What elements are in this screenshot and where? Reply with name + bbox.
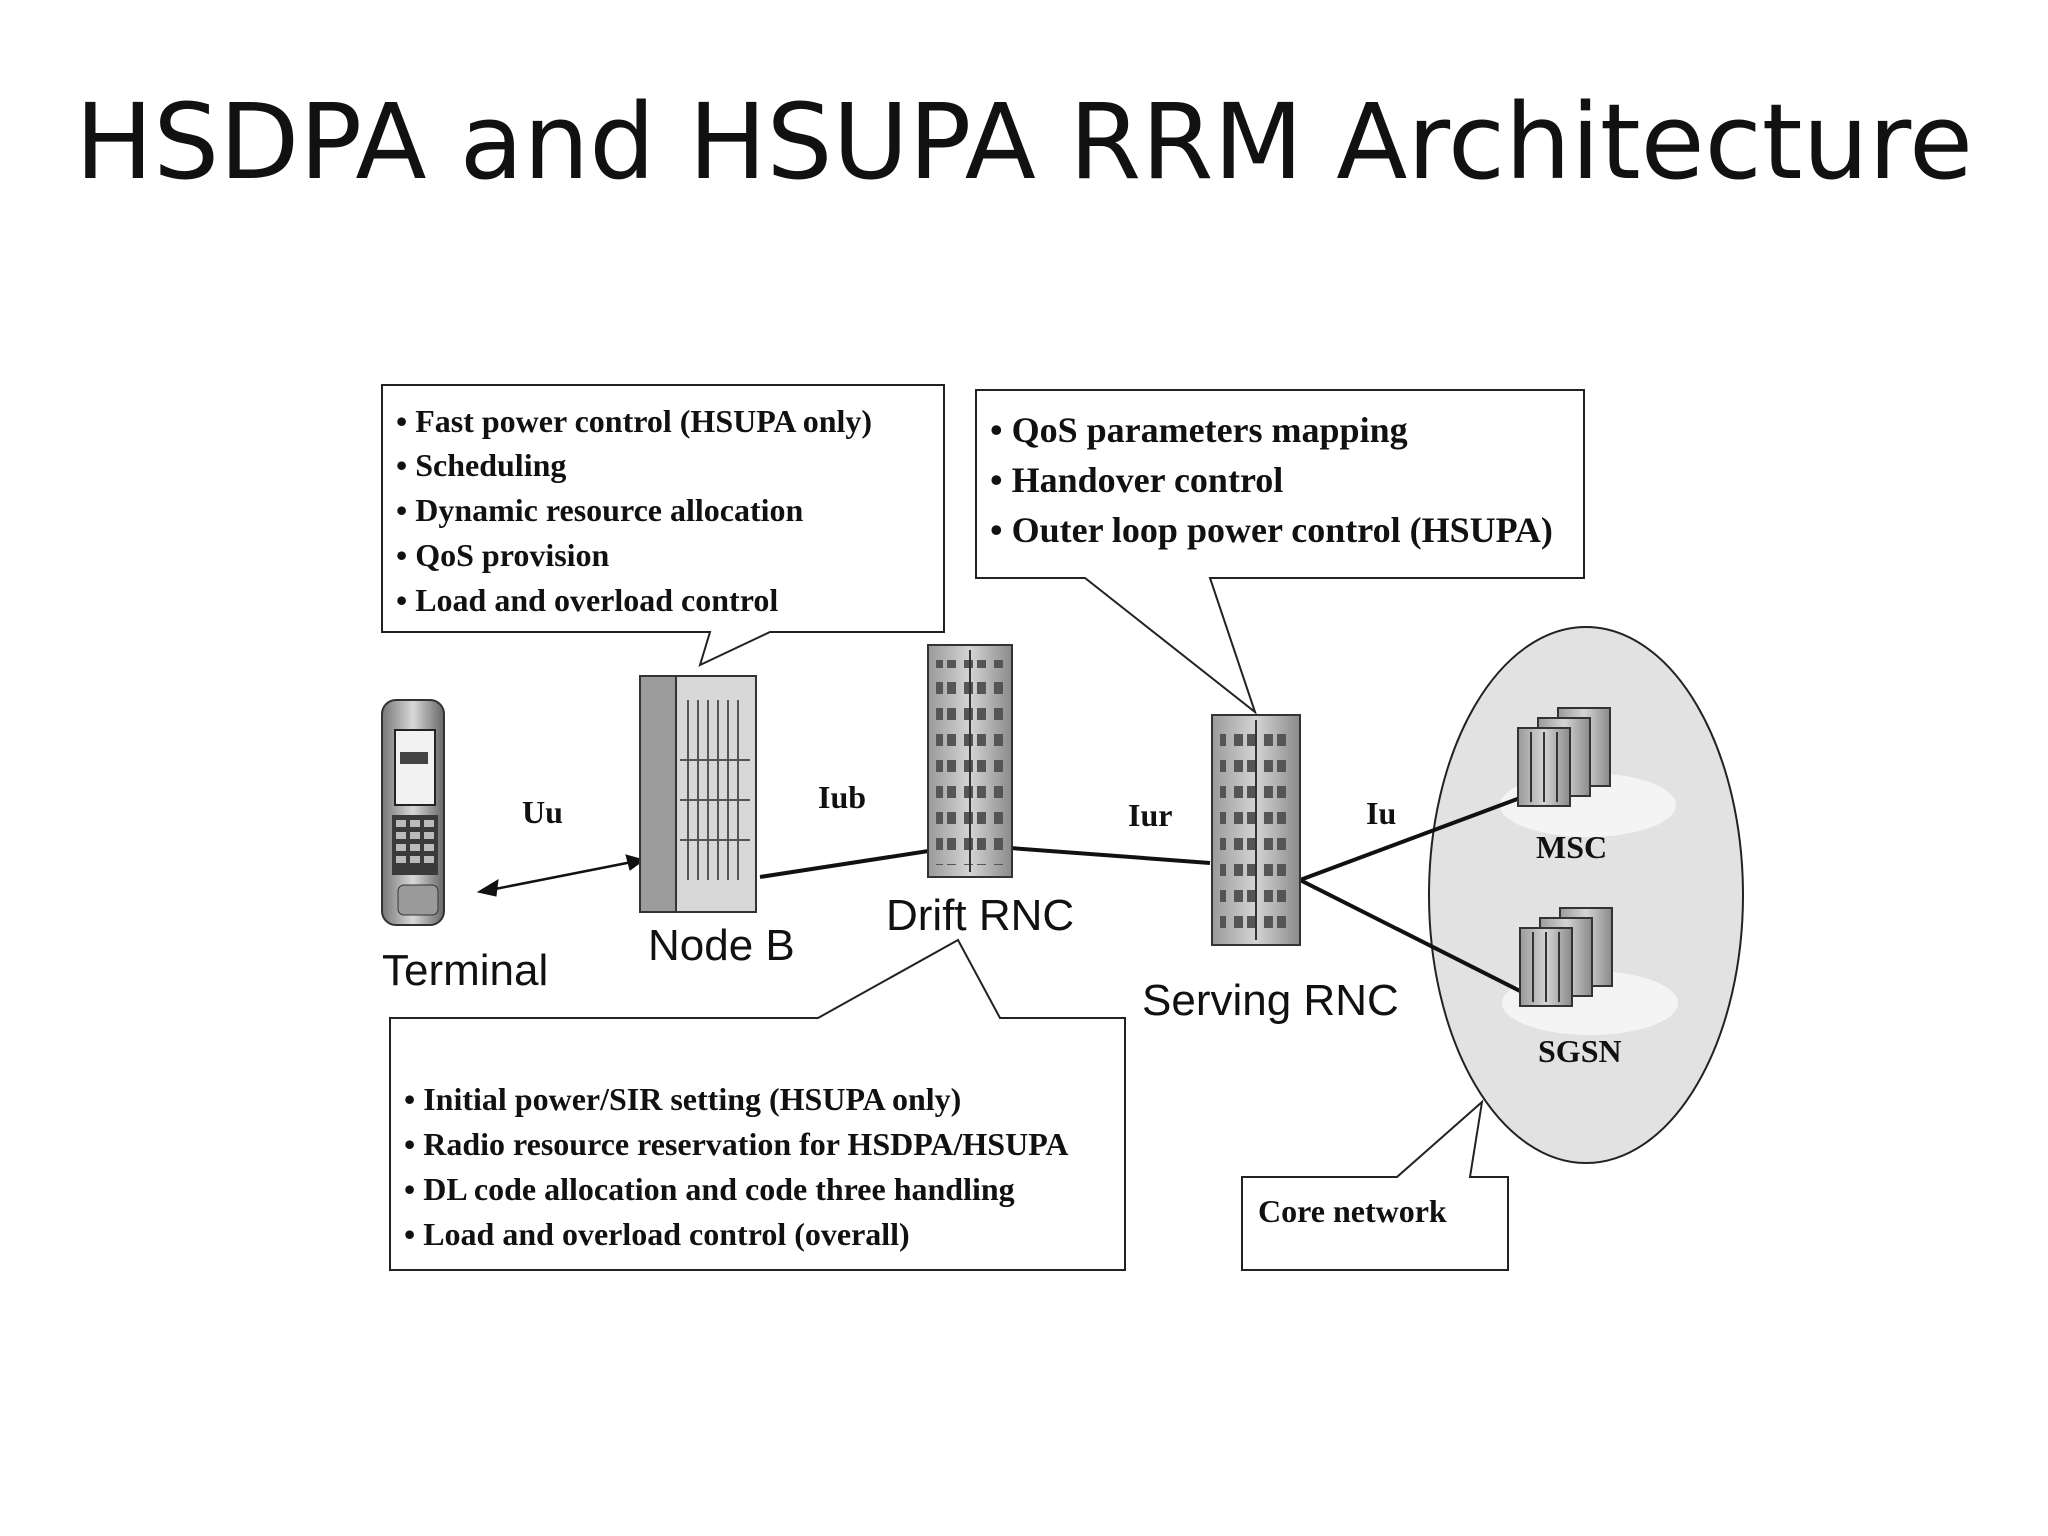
svg-text:• QoS parameters mapping: • QoS parameters mapping • Handover cont… bbox=[990, 410, 1553, 550]
mobile-phone-icon bbox=[381, 699, 445, 926]
base-station-cabinet-icon bbox=[639, 675, 757, 913]
interface-iu-label: Iu bbox=[1366, 795, 1396, 831]
callout-drift-rnc-line: • Load and overload control (overall) bbox=[404, 1216, 910, 1252]
callout-serving-rnc: • QoS parameters mapping • Handover cont… bbox=[975, 389, 1585, 715]
callout-drift-rnc-line: • DL code allocation and code three hand… bbox=[404, 1171, 1015, 1207]
callout-core-network-label: Core network bbox=[1258, 1193, 1447, 1229]
interface-iur-label: Iur bbox=[1128, 797, 1172, 833]
callout-node-b-line: • Dynamic resource allocation bbox=[396, 492, 804, 528]
callout-node-b-line: • Scheduling bbox=[396, 447, 566, 483]
callout-serving-rnc-line: • Outer loop power control (HSUPA) bbox=[990, 510, 1553, 550]
serving-rnc-label: Serving RNC bbox=[1142, 976, 1399, 1025]
server-cluster-icon bbox=[1519, 907, 1613, 1007]
callout-node-b-line: • Fast power control (HSUPA only) bbox=[396, 403, 872, 439]
interface-uu-label: Uu bbox=[522, 794, 563, 830]
drift-rnc-label: Drift RNC bbox=[886, 891, 1074, 940]
server-rack-icon bbox=[927, 644, 1013, 878]
callout-node-b-line: • Load and overload control bbox=[396, 582, 778, 618]
server-rack-icon bbox=[1211, 714, 1301, 946]
callout-node-b-line: • QoS provision bbox=[396, 537, 610, 573]
svg-text:• Fast power control (HSUPA on: • Fast power control (HSUPA only) • Sche… bbox=[396, 403, 880, 618]
interface-iub-label: Iub bbox=[818, 779, 866, 815]
callout-drift-rnc-line: • Initial power/SIR setting (HSUPA only) bbox=[404, 1081, 961, 1117]
callout-node-b: • Fast power control (HSUPA only) • Sche… bbox=[381, 384, 945, 667]
core-network-ellipse bbox=[1428, 626, 1744, 1164]
callout-core-network: Core network bbox=[1241, 1099, 1509, 1271]
msc-label: MSC bbox=[1536, 829, 1607, 865]
callout-serving-rnc-line: • QoS parameters mapping bbox=[990, 410, 1408, 450]
svg-text:• Initial power/SIR setting (H: • Initial power/SIR setting (HSUPA only)… bbox=[404, 1081, 1075, 1252]
sgsn-label: SGSN bbox=[1538, 1033, 1622, 1069]
server-cluster-icon bbox=[1517, 707, 1611, 807]
callout-drift-rnc-line: • Radio resource reservation for HSDPA/H… bbox=[404, 1126, 1068, 1162]
callout-serving-rnc-line: • Handover control bbox=[990, 460, 1283, 500]
terminal-label: Terminal bbox=[382, 946, 548, 995]
callout-drift-rnc: • Initial power/SIR setting (HSUPA only)… bbox=[389, 938, 1126, 1271]
slide-title: HSDPA and HSUPA RRM Architecture bbox=[75, 81, 1973, 203]
node-b-label: Node B bbox=[648, 921, 795, 970]
